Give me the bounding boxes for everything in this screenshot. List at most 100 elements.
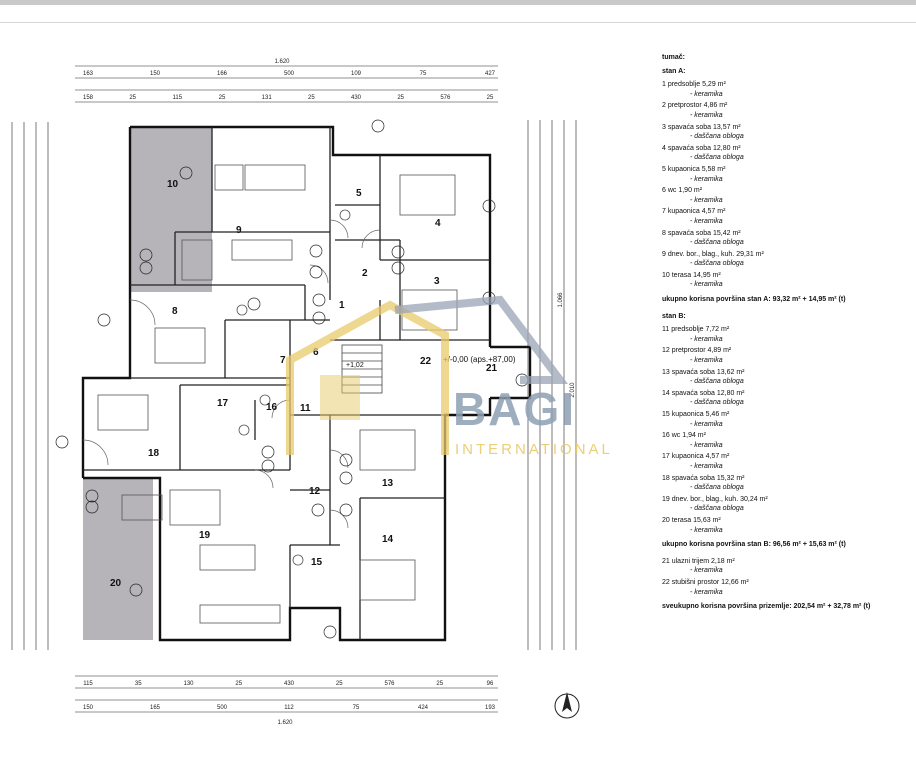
elevation-label: +/-0,00 (aps.+87,00) xyxy=(443,355,516,364)
dimension-value: 75 xyxy=(420,71,427,77)
legend-room-finish: - keramika xyxy=(690,420,723,428)
dimension-value: 130 xyxy=(183,681,194,687)
dimension-value: 576 xyxy=(440,95,451,101)
dimension-value: 193 xyxy=(485,705,496,711)
dimension-value: 25 xyxy=(219,95,226,101)
legend-room-item: 13 spavaća soba 13,62 m² xyxy=(662,368,745,376)
legend-room-item: 14 spavaća soba 12,80 m² xyxy=(662,389,745,397)
room-label-16: 16 xyxy=(266,402,278,413)
dimension-value: 150 xyxy=(83,705,94,711)
room-number-labels: 1 2 3 4 5 6 7 8 9 10 11 12 13 14 15 16 1… xyxy=(110,179,498,589)
dimension-value: 165 xyxy=(150,705,161,711)
dimension-value: 25 xyxy=(487,95,494,101)
legend-room-item: 15 kupaonica 5,46 m² xyxy=(662,411,730,418)
dimension-value: 25 xyxy=(336,681,343,687)
legend-room-finish: - keramika xyxy=(690,281,723,289)
dimension-value: 131 xyxy=(262,95,273,101)
room-label-5: 5 xyxy=(356,188,362,199)
legend-room-finish: - keramika xyxy=(690,462,723,470)
legend-room-finish: - daščana obloga xyxy=(690,378,744,386)
legend-room-item: 3 spavaća soba 13,57 m² xyxy=(662,123,741,131)
dimension-value: 430 xyxy=(284,681,295,687)
legend-stan-a-total: ukupno korisna površina stan A: 93,32 m²… xyxy=(662,296,846,304)
dimension-value: 424 xyxy=(418,705,429,711)
legend-room-finish: - daščana obloga xyxy=(690,484,744,492)
legend-room-finish: - keramika xyxy=(690,111,723,119)
legend-stan-b-heading: stan B: xyxy=(662,312,686,320)
legend-room-finish: - keramika xyxy=(690,441,723,449)
legend-room-item: 8 spavaća soba 15,42 m² xyxy=(662,229,741,237)
room-label-11: 11 xyxy=(300,403,311,414)
room-label-8: 8 xyxy=(172,306,178,317)
legend-room-finish: - daščana obloga xyxy=(690,239,744,247)
legend-room-finish: - keramika xyxy=(690,196,723,204)
room-label-15: 15 xyxy=(311,557,323,568)
legend-room-finish: - keramika xyxy=(690,175,723,183)
terrace-room-10 xyxy=(130,127,212,292)
dimension-value: 75 xyxy=(353,705,360,711)
room-label-1: 1 xyxy=(339,300,345,311)
legend-room-item: 7 kupaonica 4,57 m² xyxy=(662,208,726,216)
legend-room-item: 5 kupaonica 5,58 m² xyxy=(662,165,726,173)
legend-room-finish: - keramika xyxy=(690,90,723,98)
room-label-2: 2 xyxy=(362,268,368,279)
room-label-18: 18 xyxy=(148,448,160,459)
room-label-12: 12 xyxy=(309,486,321,497)
legend-room-finish: - daščana obloga xyxy=(690,154,744,162)
room-legend: tumač: stan A: 1 predsoblje 5,29 m²- ker… xyxy=(662,54,912,620)
legend-room-item: 10 terasa 14,95 m² xyxy=(662,271,721,279)
dimension-value: 25 xyxy=(308,95,315,101)
dimension-value: 150 xyxy=(150,71,161,77)
room-label-14: 14 xyxy=(382,534,394,545)
room-label-4: 4 xyxy=(435,218,441,229)
legend-room-finish: - keramika xyxy=(690,588,723,596)
dimension-texts: 1.620 1.620 2.010 1.066 xyxy=(274,59,576,726)
room-label-20: 20 xyxy=(110,578,122,589)
legend-room-finish: - daščana obloga xyxy=(690,399,744,407)
elevation-step-label: +1,02 xyxy=(346,362,364,369)
legend-room-item: 18 spavaća soba 15,32 m² xyxy=(662,474,745,482)
legend-room-item: 20 terasa 15,63 m² xyxy=(662,516,721,524)
dimension-value: 430 xyxy=(351,95,362,101)
legend-room-item: 17 kupaonica 4,57 m² xyxy=(662,453,730,461)
dimension-value: 96 xyxy=(487,681,494,687)
legend-room-item: 19 dnev. bor., blag., kuh. 30,24 m² xyxy=(662,495,768,503)
dimension-value: 576 xyxy=(384,681,395,687)
dimension-lines xyxy=(11,65,577,713)
top-frame-bar xyxy=(0,0,916,5)
inner-walls xyxy=(83,127,490,640)
room-label-22: 22 xyxy=(420,356,432,367)
legend-room-finish: - keramika xyxy=(690,567,723,575)
legend-room-finish: - keramika xyxy=(690,217,723,225)
legend-room-finish: - keramika xyxy=(690,526,723,534)
legend-common-rooms: 21 ulazni trijem 2,18 m² - keramika 22 stu… xyxy=(662,558,912,597)
room-label-13: 13 xyxy=(382,478,394,489)
dimension-value: 500 xyxy=(284,71,295,77)
legend-room-finish: - daščana obloga xyxy=(690,260,744,268)
dim-overall-width-top: 1.620 xyxy=(274,59,290,65)
legend-room-item: 22 stubišni prostor 12,66 m² xyxy=(662,578,749,586)
logo-sub-text: INTERNATIONAL xyxy=(455,441,613,458)
legend-stan-b-total: ukupno korisna površina stan B: 96,56 m²… xyxy=(662,541,846,549)
dimension-value: 112 xyxy=(284,705,294,711)
legend-room-finish: - daščana obloga xyxy=(690,505,744,513)
dim-side-height: 1.066 xyxy=(558,292,564,308)
legend-room-item: 21 ulazni trijem 2,18 m² xyxy=(662,557,735,565)
dimension-value: 25 xyxy=(129,95,136,101)
legend-room-finish: - keramika xyxy=(690,335,723,343)
legend-room-item: 2 pretprostor 4,86 m² xyxy=(662,102,728,110)
top-frame-line xyxy=(0,22,916,23)
dim-overall-height: 2.010 xyxy=(570,382,576,398)
legend-grand-total: sveukupno korisna površina prizemlje: 20… xyxy=(662,603,871,611)
legend-room-item: 6 wc 1,90 m² xyxy=(662,187,703,195)
room-label-21: 21 xyxy=(486,363,498,374)
dimension-value: 115 xyxy=(173,95,183,101)
